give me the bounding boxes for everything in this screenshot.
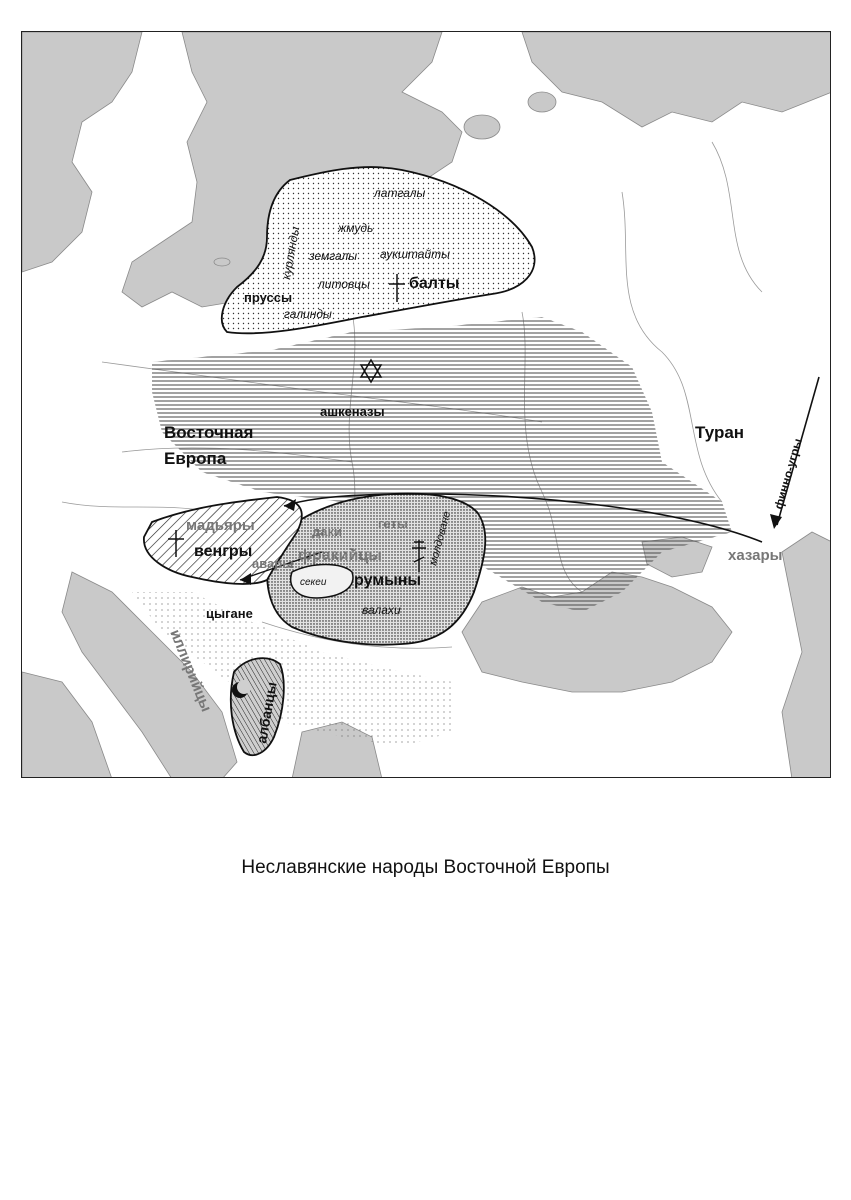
avars-arrowhead (240, 573, 251, 585)
label-turan: Туран (695, 423, 744, 442)
map-frame: латгалы жмудь курлянды земгалы аукштайты… (21, 31, 831, 778)
label-balts: балты (409, 275, 459, 292)
label-gypsies: цыгане (206, 606, 253, 621)
label-latgalians: латгалы (373, 186, 426, 200)
caspian-sea (781, 531, 830, 777)
khazar-arrowhead (284, 499, 296, 511)
water-bodies (22, 32, 830, 777)
szekely-area (290, 563, 354, 599)
label-semigallians: земгалы (308, 249, 357, 263)
finno-ugric-arrow-line (776, 376, 820, 526)
star-of-david-icon (359, 358, 383, 384)
khazar-migration-line (283, 493, 763, 543)
label-vlachs: валахи (362, 603, 401, 617)
label-galindians: галинды (284, 307, 332, 321)
label-samogitians: жмудь (337, 221, 373, 235)
label-eastern-europe-2: Европа (164, 449, 227, 468)
lake-small (213, 257, 231, 267)
lake-ladoga (463, 114, 501, 140)
label-szekely: секеи (300, 577, 327, 588)
label-getae: геты (378, 516, 408, 531)
finno-ugric-arrowhead (770, 514, 782, 529)
hungarians-area (143, 496, 303, 585)
cross-icon (389, 274, 405, 302)
label-aukstaitians: аукштайты (380, 247, 450, 261)
label-hungarians: венгры (194, 543, 252, 560)
balts-area (220, 166, 536, 335)
cross-icon (168, 530, 184, 557)
label-prussians: пруссы (244, 290, 292, 305)
label-romanians: румыны (354, 572, 421, 589)
orthodox-cross-icon (412, 540, 426, 572)
label-eastern-europe-1: Восточная (164, 423, 253, 442)
label-ashkenazi: ашкеназы (320, 404, 385, 419)
adriatic-sea (61, 571, 238, 777)
mediterranean-sea (22, 671, 112, 777)
balkan-dotted-area (132, 592, 452, 747)
label-lithuanians: литовцы (317, 277, 370, 291)
label-avars: авары (252, 556, 293, 571)
ashkenazi-area (152, 317, 732, 612)
white-sea (521, 32, 830, 128)
crescent-icon (232, 680, 251, 698)
label-magyars: мадьяры (186, 517, 255, 534)
religious-symbols (168, 274, 426, 572)
label-thracians: фракийцы (298, 547, 382, 564)
map-caption: Неславянские народы Восточной Европы (241, 857, 610, 878)
ethnographic-map: латгалы жмудь курлянды земгалы аукштайты… (22, 32, 830, 777)
label-khazars: хазары (728, 547, 782, 564)
label-dacians: даки (312, 524, 342, 539)
lake-onega (527, 91, 557, 113)
north-sea (22, 32, 143, 273)
